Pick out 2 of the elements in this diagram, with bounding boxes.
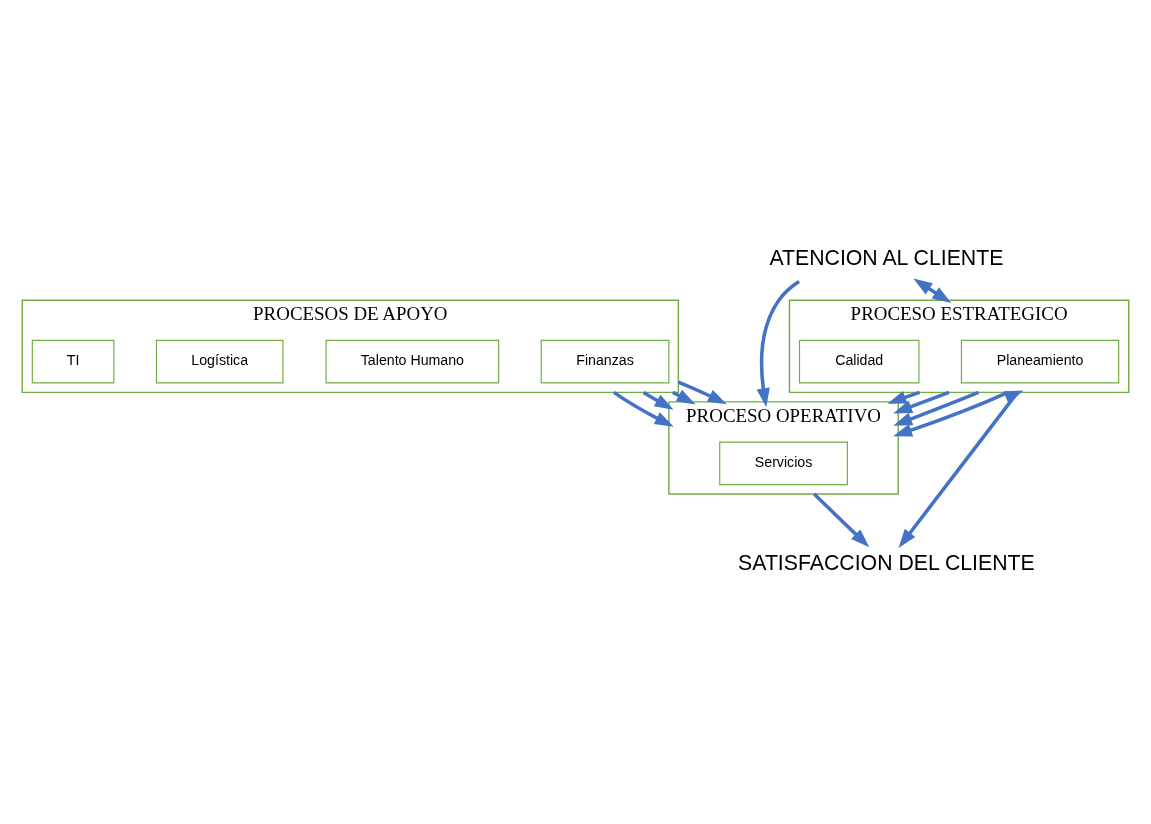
node-text: ATENCION AL CLIENTE [769, 245, 1004, 270]
node-text: SATISFACCION DEL CLIENTE [738, 550, 1035, 575]
